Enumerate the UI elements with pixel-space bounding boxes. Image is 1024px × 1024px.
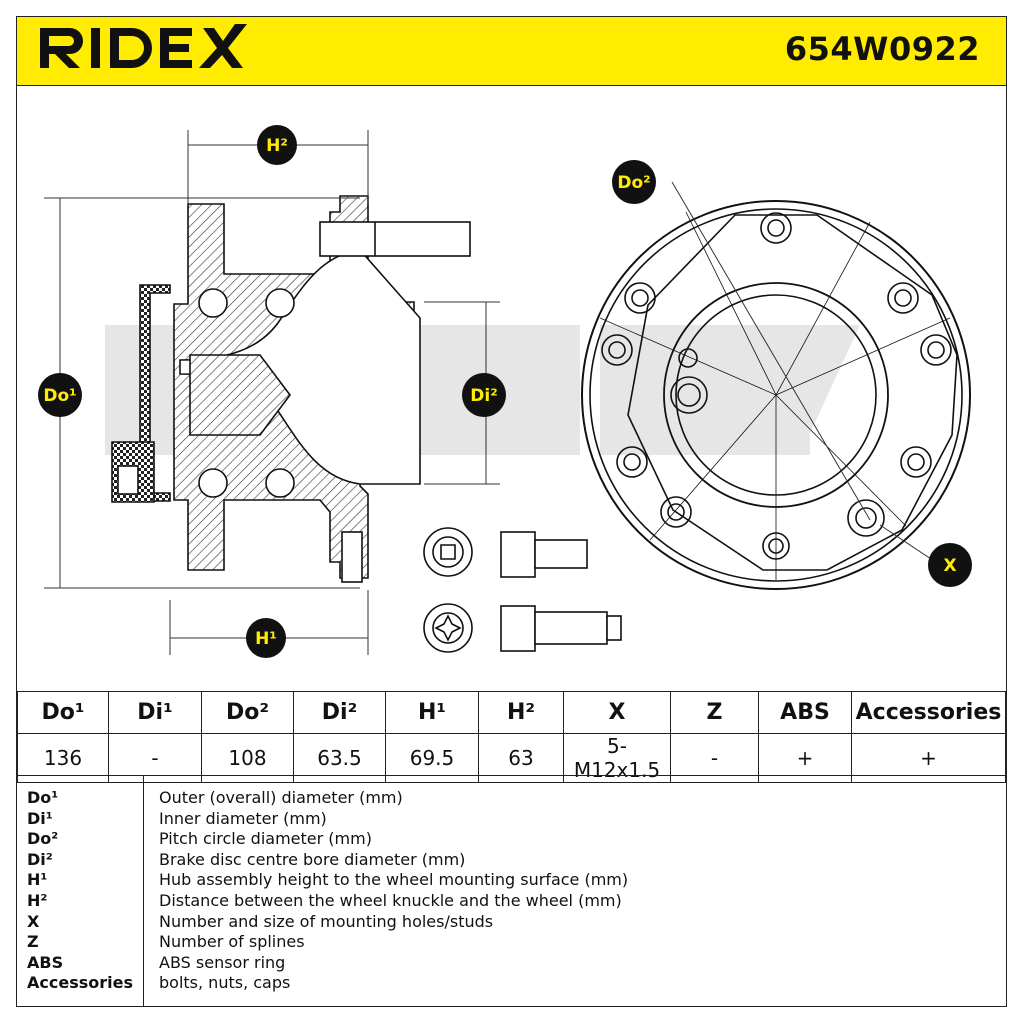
legend-desc: ABS sensor ring [159, 952, 286, 972]
spec-value-row: 136 - 108 63.5 69.5 63 5-M12x1.5 - + + [17, 733, 1006, 783]
spec-table: Do¹ Di¹ Do² Di² H¹ H² X Z ABS Accessorie… [17, 691, 1006, 783]
label-badges [38, 125, 972, 658]
legend: Do¹ Di¹ Do² Di² H¹ H² X Z ABS Accessorie… [17, 775, 1006, 1007]
legend-desc: Outer (overall) diameter (mm) [159, 788, 403, 807]
spec-header: Accessories [851, 691, 1006, 734]
legend-key: ABS [27, 952, 64, 972]
hub-drawing: H² H¹ Do¹ Di² Do² X [38, 125, 972, 658]
spec-value: 69.5 [385, 733, 479, 783]
legend-divider [143, 776, 144, 1007]
legend-desc: Brake disc centre bore diameter (mm) [159, 849, 466, 869]
legend-desc: bolts, nuts, caps [159, 973, 291, 993]
legend-key: Do¹ [27, 788, 59, 807]
dimension-lines [44, 130, 500, 655]
legend-key: Di¹ [27, 808, 53, 828]
accessory-bolts [423, 527, 622, 653]
spec-value: 136 [17, 733, 109, 783]
spec-value: + [851, 733, 1006, 783]
spec-header-row: Do¹ Di¹ Do² Di² H¹ H² X Z ABS Accessorie… [17, 691, 1006, 734]
label-x: X [943, 556, 956, 576]
spec-header: H¹ [385, 691, 479, 734]
ridex-logo [40, 24, 247, 68]
spec-value: - [670, 733, 759, 783]
label-di2: Di² [470, 386, 497, 406]
label-h1: H¹ [255, 629, 277, 649]
legend-desc: Pitch circle diameter (mm) [159, 829, 372, 849]
legend-key: Do² [27, 829, 59, 849]
spec-value: - [108, 733, 202, 783]
outer-frame [16, 16, 1007, 1007]
legend-desc: Distance between the wheel knuckle and t… [159, 890, 622, 910]
spec-value: 5-M12x1.5 [563, 733, 671, 783]
label-do2: Do² [617, 173, 650, 193]
legend-descriptions: Outer (overall) diameter (mm) Inner diam… [159, 788, 628, 994]
legend-key: H² [27, 890, 48, 910]
hub-section-view [111, 195, 471, 583]
legend-desc: Hub assembly height to the wheel mountin… [159, 870, 629, 890]
spec-header: Z [670, 691, 759, 734]
legend-desc: Inner diameter (mm) [159, 808, 327, 828]
hub-front-view [581, 181, 971, 590]
legend-desc: Number of splines [159, 932, 305, 952]
spec-value: 108 [201, 733, 294, 783]
spec-header: Di² [293, 691, 386, 734]
spec-header: H² [478, 691, 564, 734]
spec-header: Di¹ [108, 691, 202, 734]
legend-key: Z [27, 932, 39, 952]
label-do1: Do¹ [43, 386, 76, 406]
spec-value: 63 [478, 733, 564, 783]
spec-value: + [758, 733, 852, 783]
legend-keys: Do¹ Di¹ Do² Di² H¹ H² X Z ABS Accessorie… [27, 788, 133, 994]
part-number: 654W0922 [784, 30, 980, 68]
legend-key: Accessories [27, 973, 133, 993]
legend-key: H¹ [27, 870, 48, 890]
label-h2: H² [266, 136, 288, 156]
legend-key: Di² [27, 849, 53, 869]
legend-key: X [27, 911, 40, 931]
legend-desc: Number and size of mounting holes/studs [159, 911, 494, 931]
